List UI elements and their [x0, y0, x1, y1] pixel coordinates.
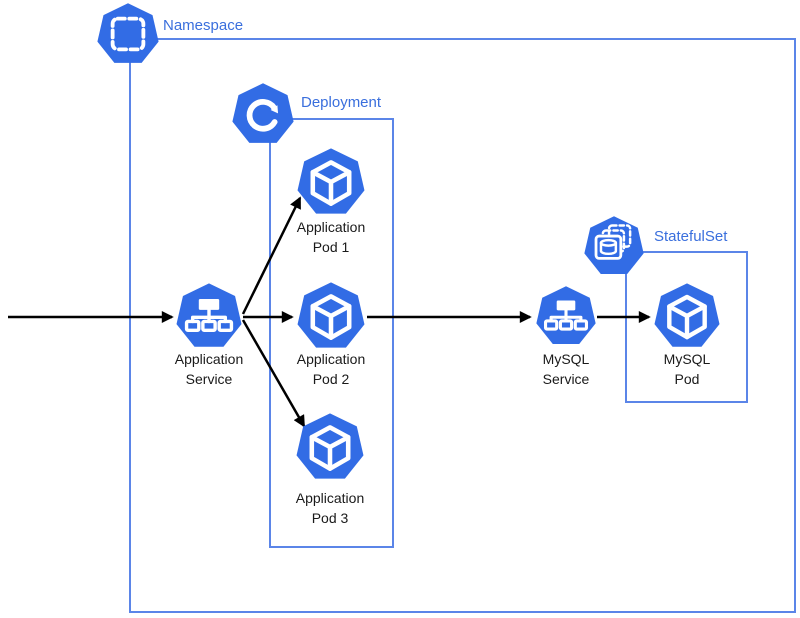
cube-glyph: [310, 294, 352, 340]
mysql-service-label: MySQL Service: [542, 351, 590, 387]
statefulset-boundary-box: [625, 251, 748, 403]
namespace-boundary-box: [129, 38, 796, 613]
pod-icon: [297, 148, 365, 214]
arrow-app-service-to-pod-3: [241, 319, 306, 428]
statefulset-label: StatefulSet: [654, 228, 728, 245]
application-pod-3-label: Application Pod 3: [295, 490, 365, 526]
cube-glyph: [309, 425, 351, 471]
cube-glyph: [310, 160, 352, 206]
service-icon: [536, 286, 596, 345]
namespace-label: Namespace: [163, 17, 244, 34]
service-tree-glyph: [543, 300, 589, 331]
application-service-label: Application Service: [174, 351, 244, 387]
pod-icon: [296, 413, 364, 479]
heptagon-background: [97, 3, 159, 63]
arrow-app-service-to-pod-1: [241, 196, 302, 315]
namespace-icon: [97, 3, 159, 63]
pod-icon: [654, 283, 720, 347]
statefulset-icon: [584, 216, 644, 275]
pod-icon: [297, 282, 365, 348]
dashed-square-glyph: [110, 16, 146, 52]
deployment-boundary-box: [269, 118, 394, 548]
deployment-icon: [232, 83, 294, 143]
database-stack-glyph: [594, 224, 632, 260]
service-icon: [176, 283, 242, 347]
refresh-arrow-glyph: [246, 99, 279, 132]
service-tree-glyph: [184, 299, 234, 332]
deployment-label: Deployment: [301, 94, 382, 111]
cube-glyph: [667, 294, 707, 340]
application-pod-2-label: Application Pod 2: [296, 351, 366, 387]
application-pod-1-label: Application Pod 1: [296, 219, 366, 255]
mysql-pod-label: MySQL Pod: [663, 351, 711, 387]
heptagon-background: [232, 83, 294, 143]
